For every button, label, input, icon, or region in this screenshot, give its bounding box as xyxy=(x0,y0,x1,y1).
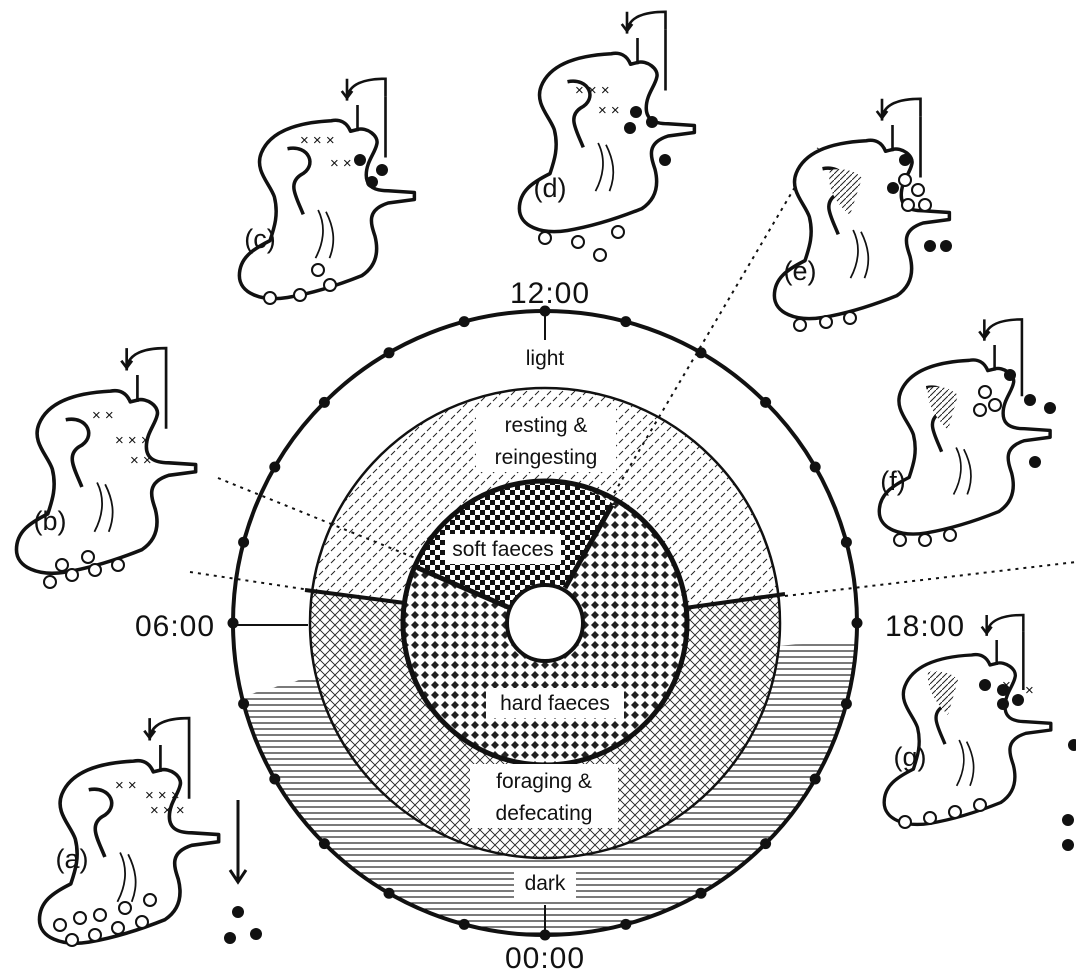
hour-dot xyxy=(238,537,249,548)
foraging-label-line1: foraging & xyxy=(496,770,592,793)
svg-text:× × ×: × × × xyxy=(115,432,150,449)
gut-panel-e: (e) xyxy=(774,99,952,331)
hour-dot xyxy=(841,698,852,709)
hour-dot xyxy=(228,618,239,629)
hub xyxy=(507,585,583,661)
gut-panel-b: (b) × ×× × ×× × xyxy=(16,348,195,588)
hour-dot xyxy=(269,774,280,785)
gut-panel-f: (f) xyxy=(879,319,1056,546)
svg-text:× × ×: × × × xyxy=(575,82,610,99)
hour-dot xyxy=(459,316,470,327)
hour-dot xyxy=(319,397,330,408)
hour-dot xyxy=(841,537,852,548)
svg-text:× ×: × × xyxy=(330,155,352,172)
panel-label-a: (a) xyxy=(56,844,89,874)
dark-label: dark xyxy=(525,872,566,895)
soft-faeces-label: soft faeces xyxy=(452,538,554,561)
gut-panel-c: (c) × × × × × xyxy=(239,79,414,304)
time-label-noon: 12:00 xyxy=(510,277,590,310)
hour-dot xyxy=(384,888,395,899)
time-label-evening: 18:00 xyxy=(885,610,965,643)
svg-text:×: × xyxy=(1025,682,1034,699)
gut-panel-a: (a) × ×× × ×× × × xyxy=(39,718,262,946)
panel-label-c: (c) xyxy=(244,224,275,254)
hour-dot xyxy=(540,930,551,941)
hour-dot xyxy=(620,316,631,327)
hour-dot xyxy=(760,838,771,849)
hour-dot xyxy=(384,347,395,358)
gut-panel-g: (g) × × xyxy=(884,615,1076,851)
panel-label-b: (b) xyxy=(34,506,67,536)
hour-dot xyxy=(760,397,771,408)
hour-dot xyxy=(620,919,631,930)
svg-text:× × ×: × × × xyxy=(150,802,185,819)
panel-label-e: (e) xyxy=(784,256,817,286)
svg-text:× ×: × × xyxy=(92,407,114,424)
resting-label-line2: reingesting xyxy=(495,446,598,469)
time-label-midnight: 00:00 xyxy=(505,942,585,975)
hour-dot xyxy=(269,462,280,473)
hour-dot xyxy=(459,919,470,930)
svg-text:× ×: × × xyxy=(598,102,620,119)
svg-text:×: × xyxy=(1002,677,1011,694)
hour-dot xyxy=(810,462,821,473)
hour-dot xyxy=(696,347,707,358)
svg-text:× ×: × × xyxy=(130,452,152,469)
foraging-label-line2: defecating xyxy=(496,802,593,825)
resting-label-line1: resting & xyxy=(505,414,588,437)
hour-dot xyxy=(852,618,863,629)
gut-panel-d: (d) × × × × × xyxy=(519,12,694,261)
hour-dot xyxy=(696,888,707,899)
svg-text:× × ×: × × × xyxy=(300,132,335,149)
panel-label-d: (d) xyxy=(534,173,567,203)
panel-label-f: (f) xyxy=(880,466,905,496)
panel-label-g: (g) xyxy=(894,742,927,772)
hour-dot xyxy=(238,698,249,709)
hard-faeces-label: hard faeces xyxy=(500,692,610,715)
hour-dot xyxy=(319,838,330,849)
svg-text:× ×: × × xyxy=(115,777,137,794)
hour-dot xyxy=(810,774,821,785)
time-label-morning: 06:00 xyxy=(135,610,215,643)
light-label: light xyxy=(526,347,565,370)
